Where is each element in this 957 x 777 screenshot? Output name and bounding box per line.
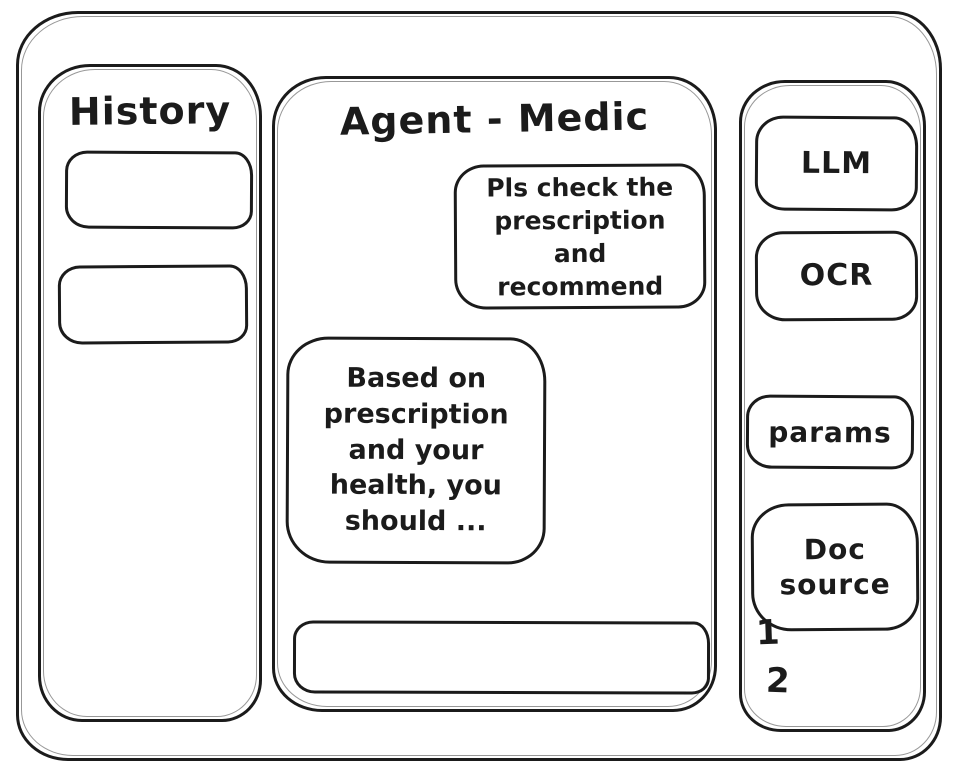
chat-panel-title: Agent - Medic	[339, 94, 650, 144]
agent-message-bubble: Based on prescription and your health, y…	[285, 336, 547, 565]
user-message-bubble: Pls check the prescription and recommend	[453, 163, 707, 310]
params-button[interactable]: params	[745, 394, 915, 470]
history-panel-title: History	[68, 88, 232, 134]
history-item[interactable]	[64, 150, 254, 230]
doc-source-list-item[interactable]: 1	[755, 612, 781, 654]
chat-panel: Agent - Medic Pls check the prescription…	[272, 76, 717, 712]
tools-panel: LLM OCR params Doc source 1 2	[739, 80, 926, 732]
ocr-button[interactable]: OCR	[754, 230, 919, 322]
chat-input[interactable]	[292, 620, 711, 695]
llm-button[interactable]: LLM	[754, 115, 919, 212]
history-panel: History	[38, 64, 262, 722]
history-item[interactable]	[57, 264, 249, 345]
doc-source-list-item[interactable]: 2	[765, 660, 791, 702]
